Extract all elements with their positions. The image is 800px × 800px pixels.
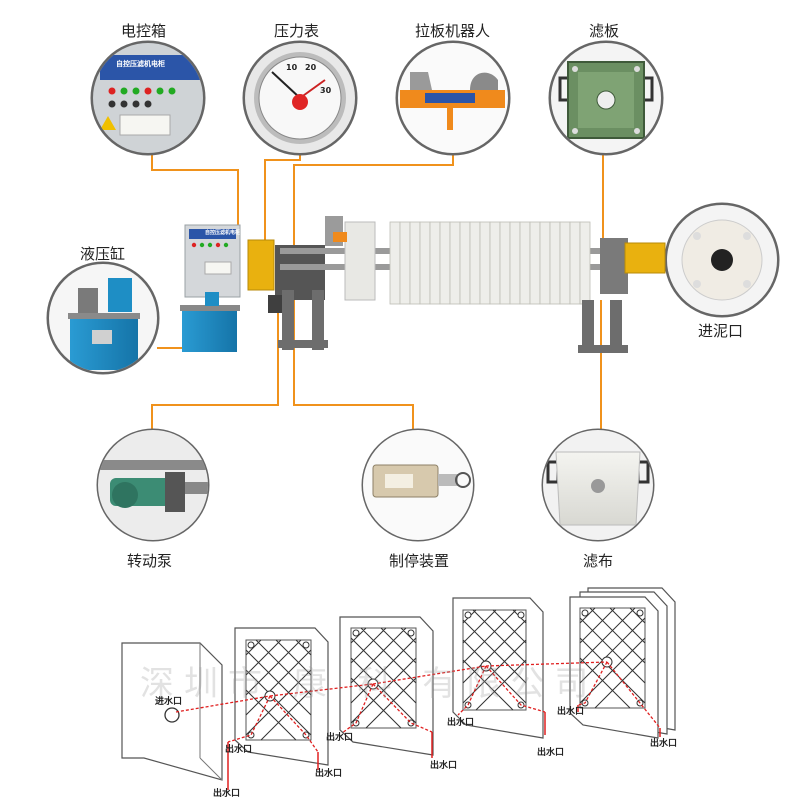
- label-filter-cloth: 滤布: [583, 552, 614, 570]
- inlet-photo: [664, 202, 780, 318]
- hydraulic-cylinder-photo: [46, 261, 160, 375]
- panel-header: 自控压滤机电柜: [116, 60, 165, 68]
- filter-press-machine: [180, 216, 666, 353]
- outlet-label-7: 出水口: [537, 748, 565, 758]
- outlet-label-3: 出水口: [315, 769, 343, 779]
- outlet-label-1: 出水口: [225, 745, 253, 755]
- gauge-tick-10: 10: [286, 63, 298, 72]
- label-pressure-gauge: 压力表: [274, 22, 320, 40]
- control-box-photo: [90, 40, 206, 156]
- filter-plate-b: [339, 616, 434, 756]
- flow-diagram: [121, 587, 676, 790]
- filter-plate-c: [452, 597, 544, 739]
- label-hydraulic-cylinder: 液压缸: [80, 245, 126, 263]
- puller-robot-photo: [395, 40, 511, 156]
- machine-panel-header: 自控压滤机电柜: [205, 230, 241, 236]
- outlet-label-8: 出水口: [557, 707, 585, 717]
- label-rotary-pump: 转动泵: [127, 552, 173, 570]
- outlet-label-2: 出水口: [213, 789, 241, 799]
- label-puller-robot: 拉板机器人: [415, 22, 491, 40]
- label-control-box: 电控箱: [121, 22, 167, 40]
- rotary-pump-photo: [96, 428, 210, 542]
- watermark: 深圳市 康 科 有限公司: [140, 664, 599, 704]
- filter-plate-photo: [548, 40, 664, 156]
- label-filter-plate: 滤板: [589, 22, 620, 40]
- label-brake-device: 制停装置: [389, 552, 450, 570]
- outlet-label-4: 出水口: [326, 733, 354, 743]
- filter-cloth-photo: [541, 428, 655, 542]
- label-inlet: 进泥口: [698, 322, 744, 340]
- inlet-label: 进水口: [155, 697, 183, 707]
- outlet-label-5: 出水口: [430, 761, 458, 771]
- gauge-tick-20: 20: [305, 63, 317, 72]
- filter-plate-a: [234, 627, 329, 766]
- filter-plate-d: [569, 587, 676, 739]
- outlet-label-9: 出水口: [650, 739, 678, 749]
- outlet-label-6: 出水口: [447, 718, 475, 728]
- gauge-tick-30: 30: [320, 86, 332, 95]
- pressure-gauge-photo: [242, 40, 358, 156]
- brake-device-photo: [361, 428, 475, 542]
